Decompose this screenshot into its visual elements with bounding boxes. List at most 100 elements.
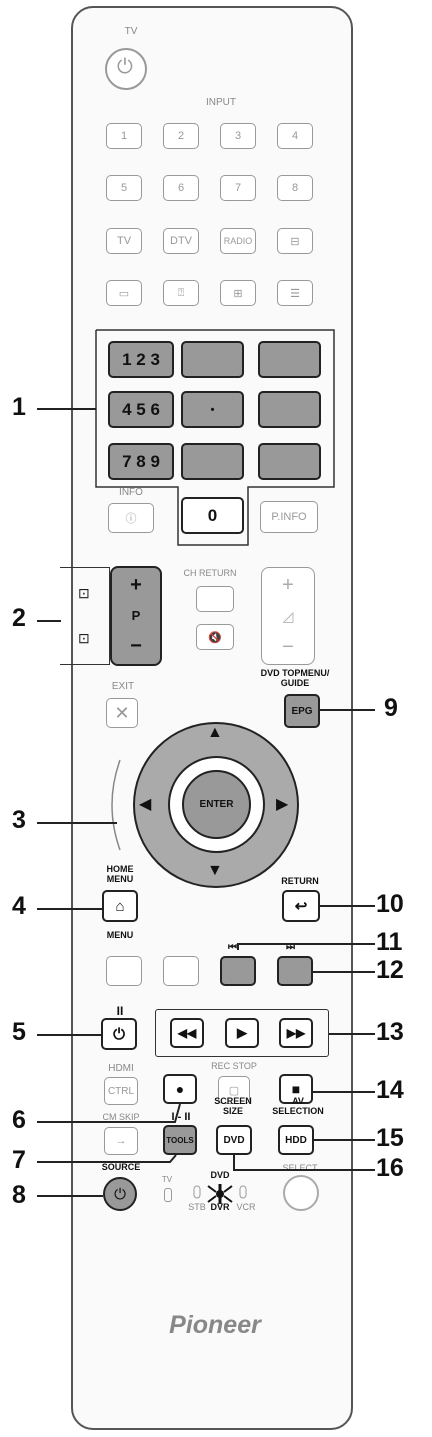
channel-rocker[interactable]: + P −	[110, 566, 162, 666]
mode-selector-switch[interactable]	[190, 1176, 250, 1212]
radio-mode-button[interactable]: RADIO	[220, 228, 256, 254]
info-label: INFO	[119, 487, 143, 498]
callout-13: 13	[376, 1018, 404, 1046]
channel-p: P	[131, 608, 141, 624]
numpad-key-789-label: 7 8 9	[122, 451, 160, 471]
callout-line-3	[37, 822, 117, 824]
input-button-2[interactable]: 2	[163, 123, 199, 149]
power-icon: ⏻	[114, 1185, 126, 1203]
input-button-1[interactable]: 1	[106, 123, 142, 149]
numpad-key-wxyz[interactable]	[258, 443, 321, 480]
stb-selector-label: STB	[188, 1202, 206, 1212]
callout-14: 14	[376, 1076, 404, 1104]
mute-button[interactable]: 🔇	[196, 624, 234, 650]
teletext-button[interactable]: ☰	[277, 280, 313, 306]
arrow-down-icon[interactable]: ▼	[207, 862, 223, 879]
input-button-5[interactable]: 5	[106, 175, 142, 201]
pinfo-button[interactable]: P.INFO	[260, 501, 318, 533]
tools-button[interactable]: TOOLS	[163, 1125, 197, 1155]
dvd-selector-label: DVD	[210, 1170, 230, 1180]
teletext-mix-button[interactable]: ⊟	[277, 228, 313, 254]
numpad-key-789[interactable]: 7 8 9	[108, 443, 174, 480]
power-icon: ⏻	[117, 56, 133, 78]
arrow-right-icon[interactable]: ▶	[276, 796, 289, 813]
home-menu-button[interactable]: ⌂	[102, 890, 138, 922]
dvd-topmenu-label: DVD TOPMENU/ GUIDE	[260, 668, 330, 688]
numpad-key-123[interactable]: 1 2 3	[108, 341, 174, 378]
callout-12: 12	[376, 956, 404, 984]
numpad-key-tuv[interactable]	[181, 443, 244, 480]
standby-button[interactable]: ⏻	[101, 1018, 137, 1050]
numpad-key-mno[interactable]	[258, 391, 321, 428]
exit-button[interactable]: ✕	[106, 698, 138, 728]
return-button[interactable]: ↩	[282, 890, 320, 922]
input-button-3[interactable]: 3	[220, 123, 256, 149]
menu-label: MENU	[106, 930, 134, 940]
av-selection-label: AV SELECTION	[272, 1096, 324, 1116]
input-button-4[interactable]: 4	[277, 123, 313, 149]
tv-indicator	[164, 1188, 172, 1202]
stop-button[interactable]: ■	[279, 1074, 313, 1104]
return-label: RETURN	[281, 876, 319, 886]
screen-size-label: SCREEN SIZE	[214, 1096, 252, 1116]
fast-forward-button[interactable]: ▶▶	[279, 1018, 313, 1048]
arrow-left-icon[interactable]: ◀	[139, 796, 152, 813]
input-button-6[interactable]: 6	[163, 175, 199, 201]
subtitle-button[interactable]: ▭	[106, 280, 142, 306]
playback-group-outline	[155, 1009, 329, 1057]
cm-skip-button[interactable]: →	[104, 1127, 138, 1155]
arrow-up-icon[interactable]: ▲	[207, 724, 223, 741]
numpad-key-456[interactable]: 4 5 6	[108, 391, 174, 428]
callout-line-4	[37, 908, 103, 910]
numpad-key-456-label: 4 5 6	[122, 399, 160, 419]
home-icon: ⌂	[115, 897, 125, 915]
play-button[interactable]: ▶	[225, 1018, 259, 1048]
close-icon: ✕	[114, 702, 130, 723]
prev-chapter-button[interactable]	[220, 956, 256, 986]
callout-10: 10	[376, 890, 404, 918]
rewind-icon: ◀◀	[177, 1026, 197, 1040]
hdd-button[interactable]: HDD	[278, 1125, 314, 1155]
color-button-green[interactable]	[163, 956, 199, 986]
dtv-mode-button[interactable]: DTV	[163, 228, 199, 254]
next-chapter-button[interactable]	[277, 956, 313, 986]
channel-bracket	[60, 567, 110, 665]
select-button[interactable]	[283, 1175, 319, 1211]
ch-return-button[interactable]	[196, 586, 234, 612]
rewind-button[interactable]: ◀◀	[170, 1018, 204, 1048]
numpad-key-dot-label: •	[210, 403, 215, 416]
reveal-button[interactable]: ⍰	[163, 280, 199, 306]
input-button-8[interactable]: 8	[277, 175, 313, 201]
rec-stop-button[interactable]: ▢	[218, 1076, 250, 1104]
volume-rocker[interactable]: + ◿ −	[261, 567, 315, 665]
vcr-selector-label: VCR	[236, 1202, 256, 1212]
callout-15: 15	[376, 1124, 404, 1152]
epg-button[interactable]: EPG	[284, 694, 320, 728]
source-power-button[interactable]: ⏻	[103, 1177, 137, 1211]
callout-line-1	[37, 408, 96, 410]
numpad-key-0[interactable]: 0	[181, 497, 244, 534]
enter-button[interactable]: ENTER	[182, 770, 251, 839]
input-button-7[interactable]: 7	[220, 175, 256, 201]
skip-forward-icon: ⏭	[286, 942, 295, 953]
hdmi-ctrl-button[interactable]: CTRL	[104, 1077, 138, 1105]
stop-icon: ■	[291, 1081, 301, 1097]
info-button[interactable]: ⓘ	[108, 503, 154, 533]
select-label: SELECT	[282, 1163, 318, 1173]
skip-back-icon: ⏮	[228, 942, 237, 953]
dvr-selector-label: DVR	[210, 1202, 230, 1212]
subpage-button[interactable]: ⊞	[220, 280, 256, 306]
skip-arrow-icon: →	[115, 1135, 127, 1147]
callout-9: 9	[384, 694, 398, 722]
dvd-button[interactable]: DVD	[216, 1125, 252, 1155]
record-button[interactable]: ●	[163, 1074, 197, 1104]
tv-power-button[interactable]: ⏻	[105, 48, 147, 90]
numpad-key-abc[interactable]	[181, 341, 244, 378]
color-button-red[interactable]	[106, 956, 142, 986]
tv-mode-button[interactable]: TV	[106, 228, 142, 254]
numpad-key-def[interactable]	[258, 341, 321, 378]
brand-logo: Pioneer	[169, 1311, 261, 1339]
numpad-key-dot[interactable]: •	[181, 391, 244, 428]
